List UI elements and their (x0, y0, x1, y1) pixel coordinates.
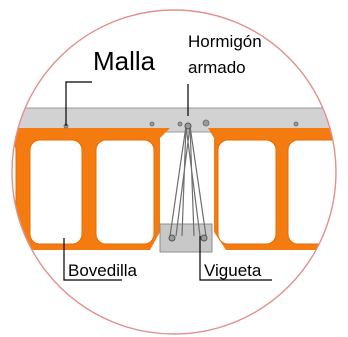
bovedilla-right (208, 128, 336, 250)
bovedilla-left-void-2 (95, 139, 155, 245)
label-bovedilla: Bovedilla (68, 261, 138, 280)
bovedilla-left-void-1 (29, 139, 83, 245)
bovedilla-left (12, 128, 170, 250)
vigueta-bar-2 (200, 234, 208, 242)
bovedilla-left-void-0 (12, 139, 17, 245)
bovedilla-right-void-1 (217, 139, 277, 245)
section-circle-border (11, 9, 337, 335)
leader-bovedilla (63, 238, 122, 281)
vigueta-top-bar (184, 122, 192, 130)
mesh-bar (177, 121, 183, 127)
vigueta-lattice (169, 125, 207, 237)
bovedilla-right-void-2 (287, 139, 336, 245)
section-content (12, 107, 336, 253)
label-vigueta: Vigueta (204, 261, 262, 280)
mesh-bar (202, 119, 210, 127)
mesh-bar (293, 121, 299, 127)
label-hormigon: Hormigón (188, 32, 262, 51)
vigueta-bar-1 (168, 234, 176, 242)
vigueta (159, 122, 213, 253)
label-malla: Malla (93, 46, 156, 76)
malla-bars (63, 119, 299, 129)
leader-lines (63, 81, 272, 281)
leader-malla (65, 81, 92, 126)
label-armado: armado (188, 58, 246, 77)
mesh-bar (149, 121, 155, 127)
leader-vigueta (199, 236, 272, 281)
